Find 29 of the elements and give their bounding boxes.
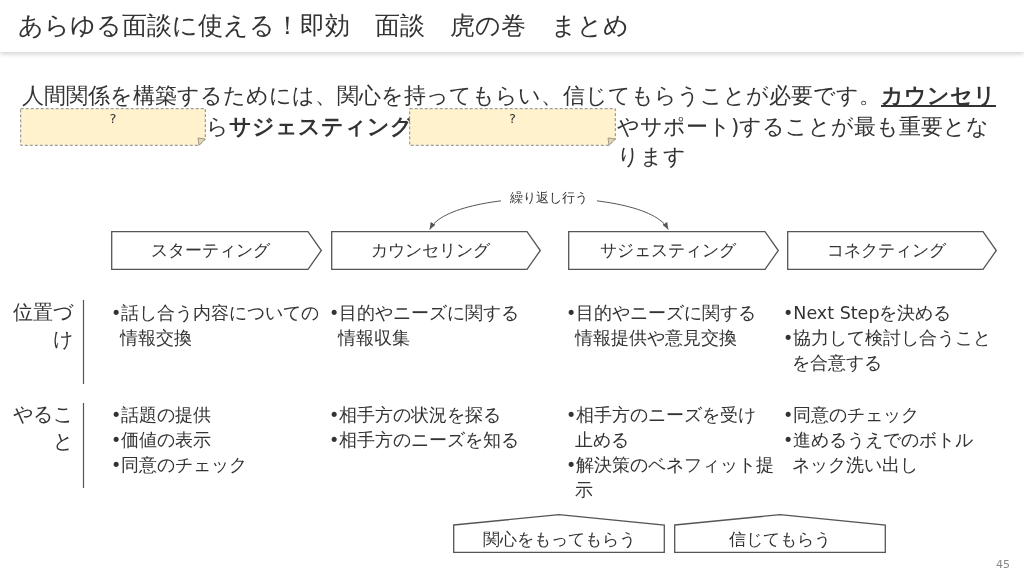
bullet-item: •進めるうえでのボトルネック洗い出し bbox=[783, 429, 975, 477]
pentagon-box: 関心をもってもらう bbox=[453, 514, 665, 553]
bullet-item: •話題の提供 bbox=[111, 404, 213, 427]
bullet-item: •Next Stepを決める bbox=[783, 302, 953, 325]
row-header: 位置づけ bbox=[12, 300, 73, 353]
intro-text: やサポート)することが最も重要となります bbox=[617, 113, 991, 171]
curved-arrow bbox=[429, 200, 669, 230]
bullet-item: •解決策のベネフィット提示 bbox=[566, 454, 776, 502]
bullet-item: •話し合う内容についての情報交換 bbox=[111, 302, 321, 350]
bullet-item: •目的やニーズに関する情報提供や意見交換 bbox=[566, 302, 758, 350]
chevron-step: スターティング bbox=[111, 231, 322, 270]
bullet-item: •目的やニーズに関する情報収集 bbox=[329, 302, 521, 350]
page-number: 45 bbox=[996, 558, 1010, 572]
chevron-step: コネクティング bbox=[787, 231, 997, 270]
chevron-step: サジェスティング bbox=[568, 231, 779, 270]
pentagon-box: 信じてもらう bbox=[674, 514, 886, 553]
bullet-item: •協力して検討し合うことを合意する bbox=[783, 327, 993, 375]
chevron-step: カウンセリング bbox=[331, 231, 541, 270]
bullet-item: •同意のチェック bbox=[111, 454, 249, 477]
bullet-item: •相手方の状況を探る bbox=[329, 404, 503, 427]
bullet-item: •価値の表示 bbox=[111, 429, 213, 452]
sticky-note: ? bbox=[409, 108, 616, 146]
sticky-note: ? bbox=[20, 108, 206, 146]
bullet-item: •相手方のニーズを知る bbox=[329, 429, 521, 452]
bullet-item: •同意のチェック bbox=[783, 404, 921, 427]
bullet-item: •相手方のニーズを受け止める bbox=[566, 404, 758, 452]
row-header: やること bbox=[12, 402, 73, 455]
slide-title: あらゆる面談に使える！即効 面談 虎の巻 まとめ bbox=[18, 10, 629, 42]
intro-text: 人間関係を構築するためには、関心を持ってもらい、信じてもらうことが必要です。カウンセリ bbox=[22, 82, 996, 110]
